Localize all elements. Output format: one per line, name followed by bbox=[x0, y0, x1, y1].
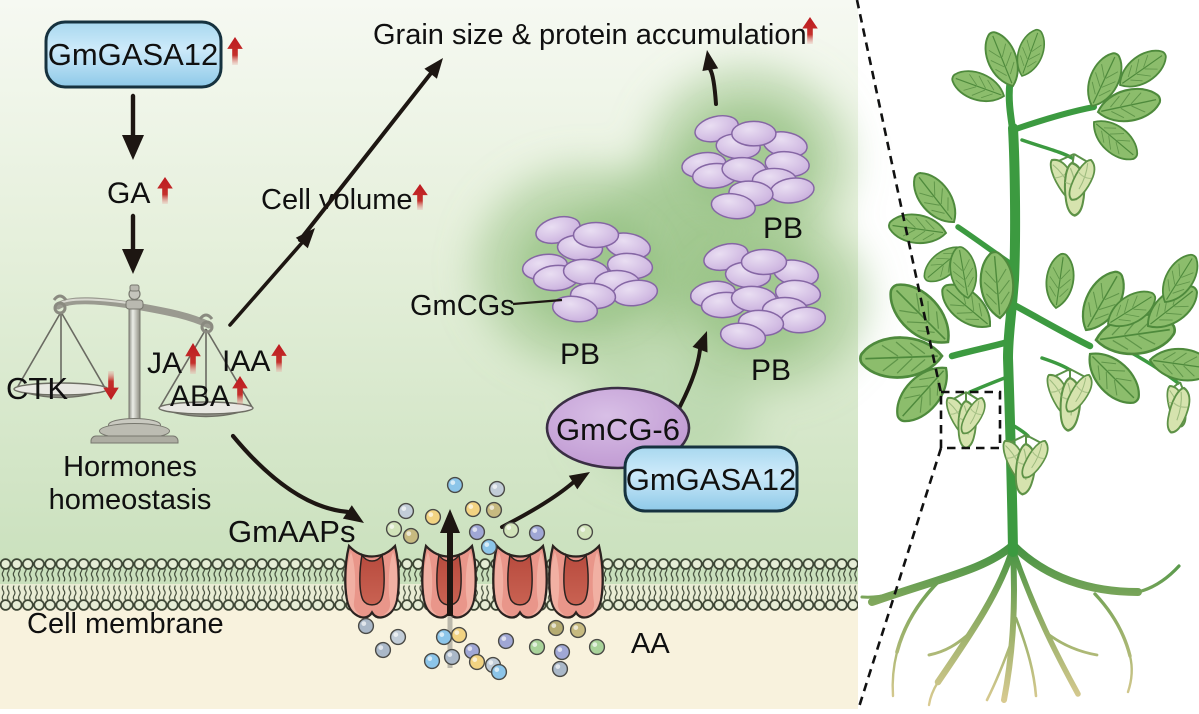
svg-text:GmCG-6: GmCG-6 bbox=[556, 412, 680, 447]
svg-text:JA: JA bbox=[147, 347, 182, 380]
svg-text:Cell membrane: Cell membrane bbox=[27, 608, 224, 640]
svg-text:ABA: ABA bbox=[170, 380, 230, 413]
svg-text:GmAAPs: GmAAPs bbox=[228, 514, 355, 549]
svg-text:GmCGs: GmCGs bbox=[410, 290, 515, 322]
svg-text:Grain size & protein accumulat: Grain size & protein accumulation bbox=[373, 19, 807, 51]
svg-text:AA: AA bbox=[631, 628, 670, 660]
svg-text:homeostasis: homeostasis bbox=[49, 484, 212, 516]
svg-text:GmGASA12: GmGASA12 bbox=[48, 37, 219, 72]
svg-text:GmGASA12: GmGASA12 bbox=[626, 462, 797, 497]
svg-text:Hormones: Hormones bbox=[63, 451, 197, 483]
svg-text:PB: PB bbox=[763, 212, 803, 245]
svg-text:PB: PB bbox=[751, 354, 791, 387]
svg-text:Cell volume: Cell volume bbox=[261, 184, 413, 216]
svg-text:IAA: IAA bbox=[222, 345, 270, 378]
svg-text:GA: GA bbox=[107, 177, 150, 210]
svg-text:CTK: CTK bbox=[6, 371, 68, 406]
svg-text:PB: PB bbox=[560, 338, 600, 371]
